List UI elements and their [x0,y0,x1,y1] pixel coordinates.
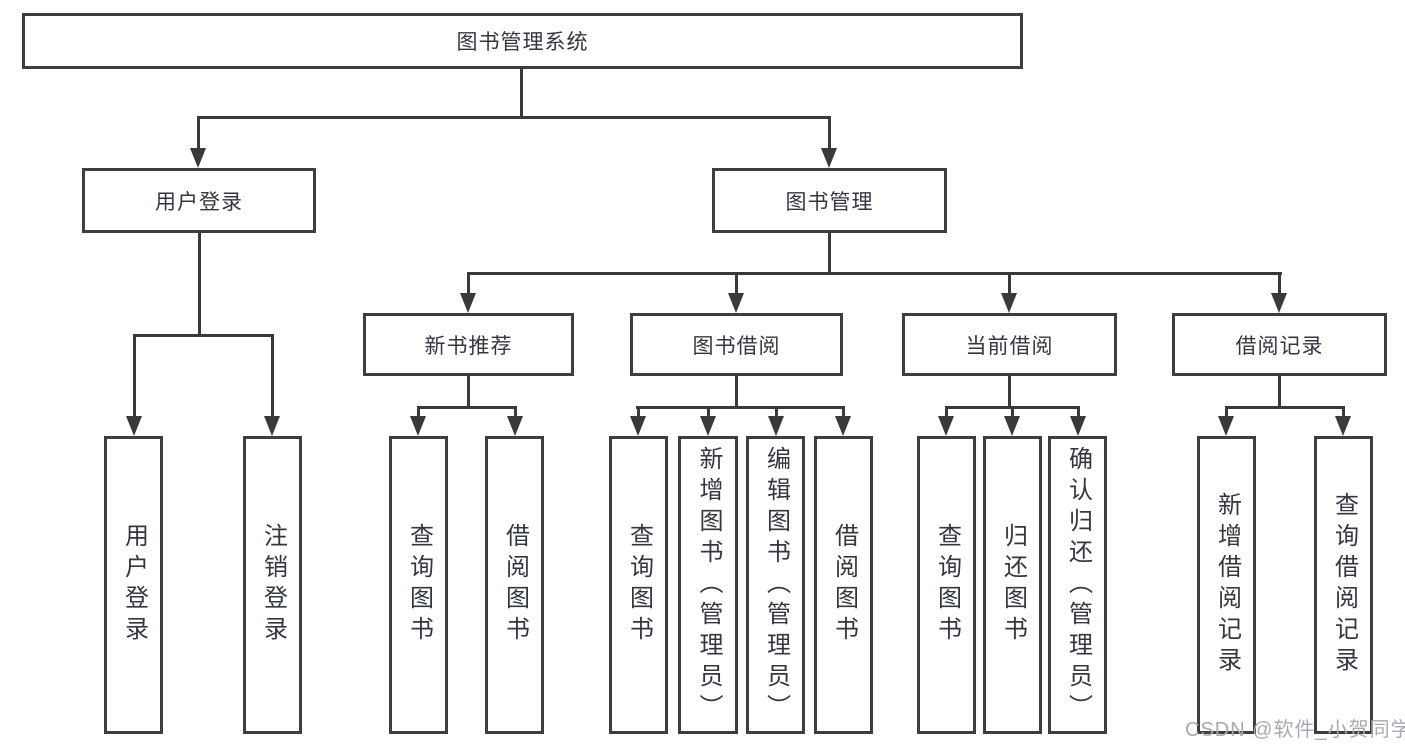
node-book-management: 图书管理 [712,168,947,233]
node-user-login: 用户登录 [82,168,316,233]
connector-line [1008,272,1011,297]
arrowhead-icon [728,293,744,313]
leaf-confirm-return-admin-label: 确认归还（管理员） [1064,445,1092,725]
arrowhead-icon [1218,416,1234,436]
node-book-borrow-label: 图书借阅 [692,334,781,358]
arrowhead-icon [630,416,646,436]
connector-line [1008,376,1011,409]
leaf-borrow-books: 借阅图书 [814,436,873,734]
node-book-borrow: 图书借阅 [630,313,843,376]
connector-line [417,406,420,418]
connector-line [637,406,640,418]
arrowhead-icon [938,416,954,436]
csdn-watermark: CSDN @软件_小贺同学 [1185,719,1405,741]
connector-line [707,406,710,418]
connector-line [520,68,523,118]
arrowhead-icon [1001,293,1017,313]
leaf-query-borrow-record: 查询借阅记录 [1314,436,1373,734]
leaf-query-books-recommend: 查询图书 [389,436,448,734]
connector-line [842,406,845,418]
leaf-query-books-borrow: 查询图书 [609,436,668,734]
leaf-add-books-admin: 新增图书（管理员） [678,436,738,734]
connector-line [271,334,274,420]
connector-line [133,334,136,420]
leaf-user-login-label: 用户登录 [120,523,148,647]
node-borrow-records: 借阅记录 [1172,313,1387,376]
connector-line [197,116,200,152]
leaf-borrow-books-recommend-label: 借阅图书 [501,523,529,647]
connector-line [636,406,845,409]
connector-line [945,406,948,418]
arrowhead-icon [835,416,851,436]
leaf-query-books-current-label: 查询图书 [933,523,961,647]
leaf-borrow-books-label: 借阅图书 [830,523,858,647]
leaf-confirm-return-admin: 确认归还（管理员） [1048,436,1107,734]
connector-line [828,233,831,275]
node-new-book-recommend-label: 新书推荐 [424,334,513,358]
arrowhead-icon [1070,416,1086,436]
leaf-return-books: 归还图书 [983,436,1042,734]
connector-line [197,116,831,119]
connector-line [1011,406,1014,418]
connector-line [198,233,201,336]
arrowhead-icon [410,416,426,436]
leaf-user-login: 用户登录 [104,436,163,734]
arrowhead-icon [264,416,280,436]
leaf-add-borrow-record-label: 新增借阅记录 [1213,492,1241,678]
connector-line [828,116,831,152]
leaf-query-books-borrow-label: 查询图书 [625,523,653,647]
leaf-logout: 注销登录 [243,436,302,734]
leaf-return-books-label: 归还图书 [999,523,1027,647]
node-book-management-label: 图书管理 [785,190,874,214]
connector-line [775,406,778,418]
leaf-query-borrow-record-label: 查询借阅记录 [1330,492,1358,678]
connector-line [1225,406,1345,409]
arrowhead-icon [1271,293,1287,313]
connector-line [1077,406,1080,418]
connector-line [467,272,470,297]
connector-line [1342,406,1345,418]
node-current-borrow: 当前借阅 [902,313,1117,376]
node-new-book-recommend: 新书推荐 [363,313,574,376]
arrowhead-icon [821,148,837,168]
connector-line [1278,272,1281,297]
node-current-borrow-label: 当前借阅 [965,334,1054,358]
leaf-edit-books-admin-label: 编辑图书（管理员） [762,445,790,725]
leaf-borrow-books-recommend: 借阅图书 [485,436,544,734]
connector-line [467,376,470,409]
node-borrow-records-label: 借阅记录 [1235,334,1324,358]
connector-line [1278,376,1281,409]
connector-line [417,406,517,409]
connector-line [1225,406,1228,418]
arrowhead-icon [190,148,206,168]
connector-line [735,376,738,409]
node-user-login-label: 用户登录 [155,190,243,214]
leaf-edit-books-admin: 编辑图书（管理员） [746,436,805,734]
node-root-label: 图书管理系统 [456,31,589,54]
arrowhead-icon [126,416,142,436]
node-root: 图书管理系统 [22,13,1023,69]
leaf-add-borrow-record: 新增借阅记录 [1197,436,1256,734]
leaf-add-books-admin-label: 新增图书（管理员） [695,445,722,725]
arrowhead-icon [1004,416,1020,436]
arrowhead-icon [507,416,523,436]
connector-line [735,272,738,297]
leaf-query-books-current: 查询图书 [917,436,976,734]
leaf-query-books-recommend-label: 查询图书 [405,523,433,647]
connector-line [467,272,1282,275]
arrowhead-icon [768,416,784,436]
leaf-logout-label: 注销登录 [259,523,287,647]
arrowhead-icon [700,416,716,436]
connector-line [133,334,274,337]
arrowhead-icon [460,293,476,313]
connector-line [514,406,517,418]
arrowhead-icon [1335,416,1351,436]
